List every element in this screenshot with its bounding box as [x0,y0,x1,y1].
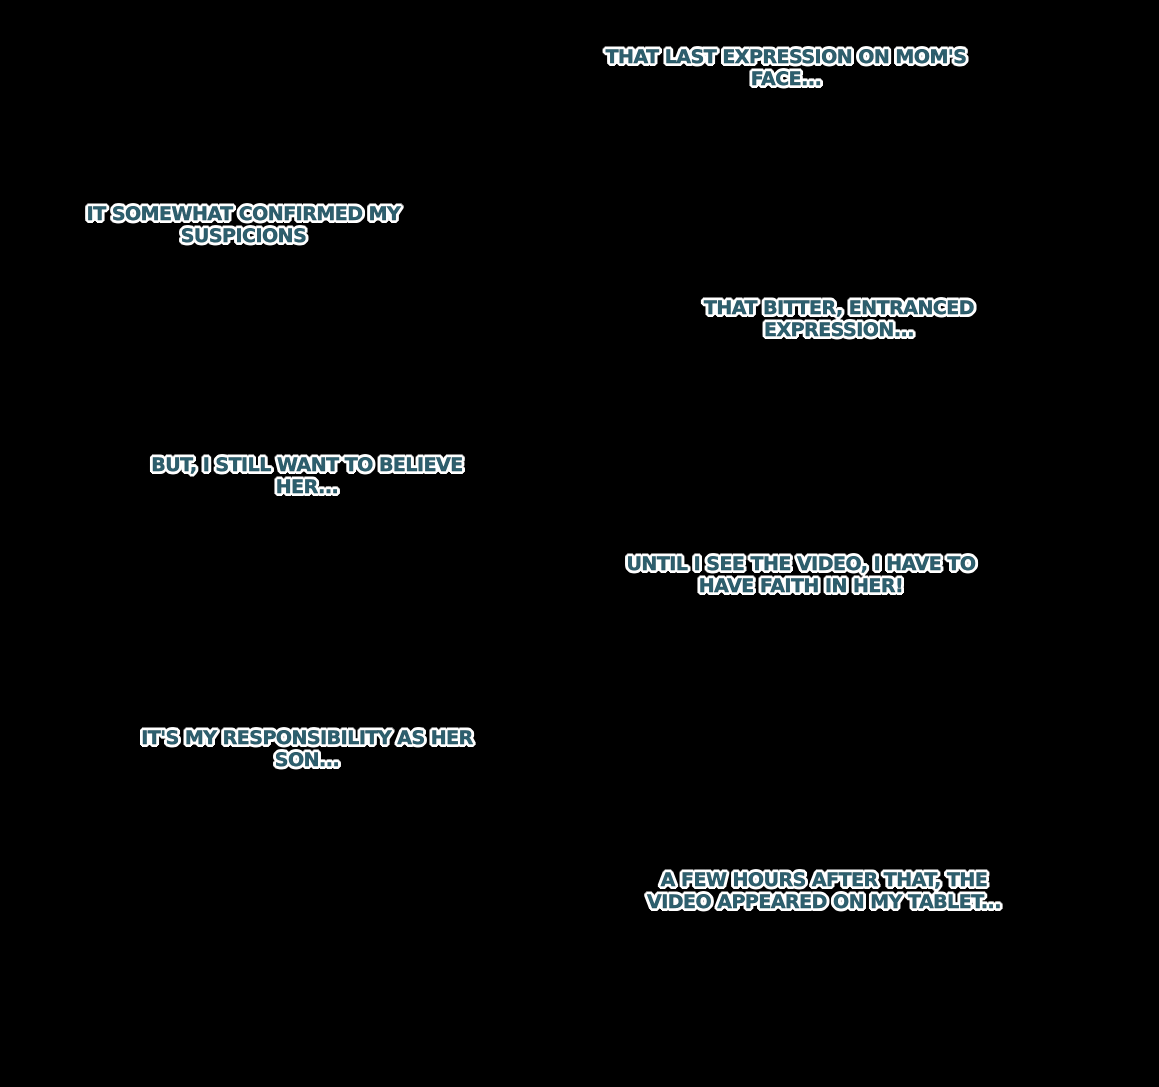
caption-line: It somewhat confirmed my [86,203,401,225]
caption-responsibility: It's my responsibility as her son... [110,727,504,771]
caption-line: face... [750,68,822,90]
caption-line: video appeared on my tablet... [647,891,1002,913]
caption-have-faith: Until I see the video, I have to have fa… [596,553,1006,597]
caption-line: That bitter, entranced [703,297,975,319]
caption-line: suspicions [180,225,307,247]
caption-video-appeared: A few hours after that, the video appear… [624,869,1024,913]
caption-line: A few hours after that, the [660,869,988,891]
caption-want-to-believe: But, I still want to believe her... [127,454,487,498]
caption-confirmed-suspicions: It somewhat confirmed my suspicions [66,203,421,247]
caption-line: have faith in her! [698,575,904,597]
caption-line: It's my responsibility as her [141,727,473,749]
caption-moms-expression: That last expression on Mom's face... [586,46,986,90]
caption-bitter-expression: That bitter, entranced expression... [680,297,998,341]
caption-line: expression... [764,319,915,341]
caption-line: But, I still want to believe [151,454,463,476]
caption-line: her... [275,476,339,498]
caption-line: Until I see the video, I have to [626,553,976,575]
caption-line: That last expression on Mom's [605,46,967,68]
caption-line: son... [274,749,340,771]
